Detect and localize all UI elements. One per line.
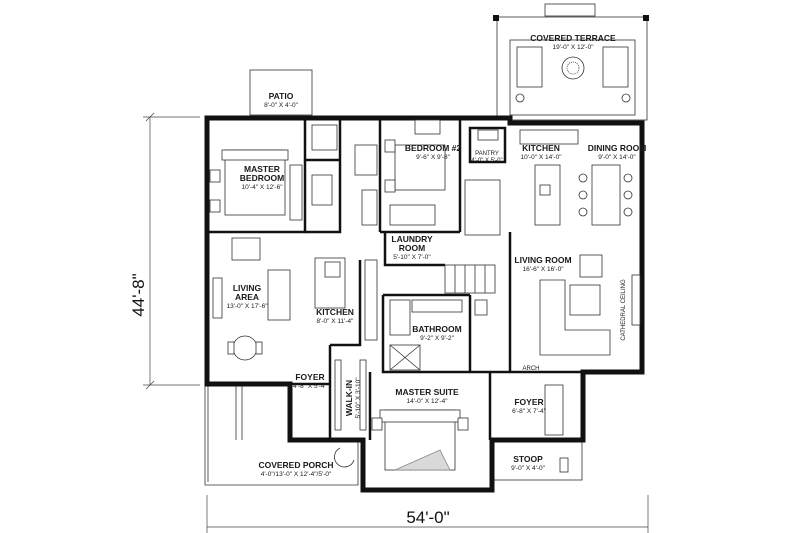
svg-text:DINING ROOM: DINING ROOM <box>588 143 647 153</box>
cathedral-ceiling-label: CATHEDRAL CEILING <box>621 279 627 341</box>
svg-text:ROOM: ROOM <box>399 243 425 253</box>
arch-label: ARCH <box>522 366 539 372</box>
svg-text:STOOP: STOOP <box>513 454 543 464</box>
room-foyer-right: FOYER 6'-8" X 7'-4" <box>512 397 547 415</box>
svg-text:KITCHEN: KITCHEN <box>316 307 354 317</box>
furniture <box>209 119 641 471</box>
svg-text:WALK-IN: WALK-IN <box>344 380 354 416</box>
svg-text:10'-4" X 12'-6": 10'-4" X 12'-6" <box>241 184 283 191</box>
svg-text:9'-2" X 9'-2": 9'-2" X 9'-2" <box>420 335 455 342</box>
svg-text:8'-0" X 11'-4": 8'-0" X 11'-4" <box>317 318 355 325</box>
room-master-suite: MASTER SUITE 14'-0" X 12'-4" <box>395 387 459 405</box>
room-labels: COVERED TERRACE 19'-0" X 12'-0" PATIO 8'… <box>226 33 646 478</box>
svg-text:PATIO: PATIO <box>269 91 294 101</box>
svg-text:4'-8" X 5'-4": 4'-8" X 5'-4" <box>293 383 328 390</box>
svg-text:14'-0" X 12'-4": 14'-0" X 12'-4" <box>406 398 448 405</box>
svg-text:AREA: AREA <box>235 292 259 302</box>
room-kitchen-left: KITCHEN 8'-0" X 11'-4" <box>316 307 354 325</box>
svg-text:LIVING: LIVING <box>233 283 262 293</box>
svg-text:9'-0" X 14'-0": 9'-0" X 14'-0" <box>598 154 636 161</box>
width-dimension: 54'-0" <box>406 508 449 527</box>
svg-text:6'-8" X 7'-4": 6'-8" X 7'-4" <box>512 408 547 415</box>
svg-text:BATHROOM: BATHROOM <box>412 324 461 334</box>
room-kitchen-right: KITCHEN 10'-0" X 14'-0" <box>520 143 562 161</box>
height-dimension-line <box>143 112 200 390</box>
svg-text:COVERED TERRACE: COVERED TERRACE <box>530 33 616 43</box>
svg-text:COVERED PORCH: COVERED PORCH <box>258 460 333 470</box>
room-living-right: LIVING ROOM 16'-6" X 16'-0" <box>514 255 571 273</box>
patio <box>249 69 313 116</box>
svg-text:PANTRY: PANTRY <box>475 151 499 157</box>
room-master-bedroom: MASTER BEDROOM 10'-4" X 12'-6" <box>240 164 284 191</box>
svg-text:9'-0" X 4'-0": 9'-0" X 4'-0" <box>511 465 546 472</box>
svg-text:8'-0" X 4'-0": 8'-0" X 4'-0" <box>264 102 299 109</box>
height-dimension: 44'-8" <box>129 273 148 316</box>
interior-walls <box>207 118 583 440</box>
room-foyer-left: FOYER 4'-8" X 5'-4" <box>293 372 328 390</box>
svg-text:5'-10" X 3'-10": 5'-10" X 3'-10" <box>355 377 362 419</box>
svg-text:4'-0"/13'-0" X 12'-4"/5'-0": 4'-0"/13'-0" X 12'-4"/5'-0" <box>261 471 332 478</box>
room-walkin: WALK-IN 5'-10" X 3'-10" <box>344 377 362 419</box>
svg-text:MASTER SUITE: MASTER SUITE <box>395 387 459 397</box>
svg-text:9'-6" X 9'-8": 9'-6" X 9'-8" <box>416 154 451 161</box>
svg-text:19'-0" X 12'-0": 19'-0" X 12'-0" <box>552 44 594 51</box>
svg-text:KITCHEN: KITCHEN <box>522 143 560 153</box>
svg-text:FOYER: FOYER <box>295 372 324 382</box>
svg-text:FOYER: FOYER <box>514 397 543 407</box>
room-pantry: PANTRY 4'-0" X 5'-0" <box>471 151 502 164</box>
room-covered-porch: COVERED PORCH 4'-0"/13'-0" X 12'-4"/5'-0… <box>258 460 333 478</box>
room-bedroom-2: BEDROOM #2 9'-6" X 9'-8" <box>405 143 461 161</box>
room-laundry: LAUNDRY ROOM 5'-10" X 7'-0" <box>391 234 433 261</box>
room-covered-terrace: COVERED TERRACE 19'-0" X 12'-0" <box>530 33 616 51</box>
svg-text:5'-10" X 7'-0": 5'-10" X 7'-0" <box>393 254 431 261</box>
svg-text:MASTER: MASTER <box>244 164 280 174</box>
svg-text:10'-0" X 14'-0": 10'-0" X 14'-0" <box>520 154 562 161</box>
covered-terrace <box>493 3 649 121</box>
svg-text:BEDROOM: BEDROOM <box>240 173 284 183</box>
svg-text:LIVING ROOM: LIVING ROOM <box>514 255 571 265</box>
svg-text:13'-0" X 17'-6": 13'-0" X 17'-6" <box>226 303 268 310</box>
room-living-area: LIVING AREA 13'-0" X 17'-6" <box>226 283 268 310</box>
svg-text:BEDROOM #2: BEDROOM #2 <box>405 143 461 153</box>
svg-text:LAUNDRY: LAUNDRY <box>391 234 433 244</box>
room-dining: DINING ROOM 9'-0" X 14'-0" <box>588 143 647 161</box>
room-patio: PATIO 8'-0" X 4'-0" <box>264 91 299 109</box>
room-bathroom: BATHROOM 9'-2" X 9'-2" <box>412 324 461 342</box>
svg-text:16'-6" X 16'-0": 16'-6" X 16'-0" <box>522 266 564 273</box>
svg-text:4'-0" X 5'-0": 4'-0" X 5'-0" <box>471 158 502 164</box>
width-dimension-line <box>206 495 649 533</box>
exterior-walls <box>204 115 645 493</box>
room-stoop: STOOP 9'-0" X 4'-0" <box>511 454 546 472</box>
